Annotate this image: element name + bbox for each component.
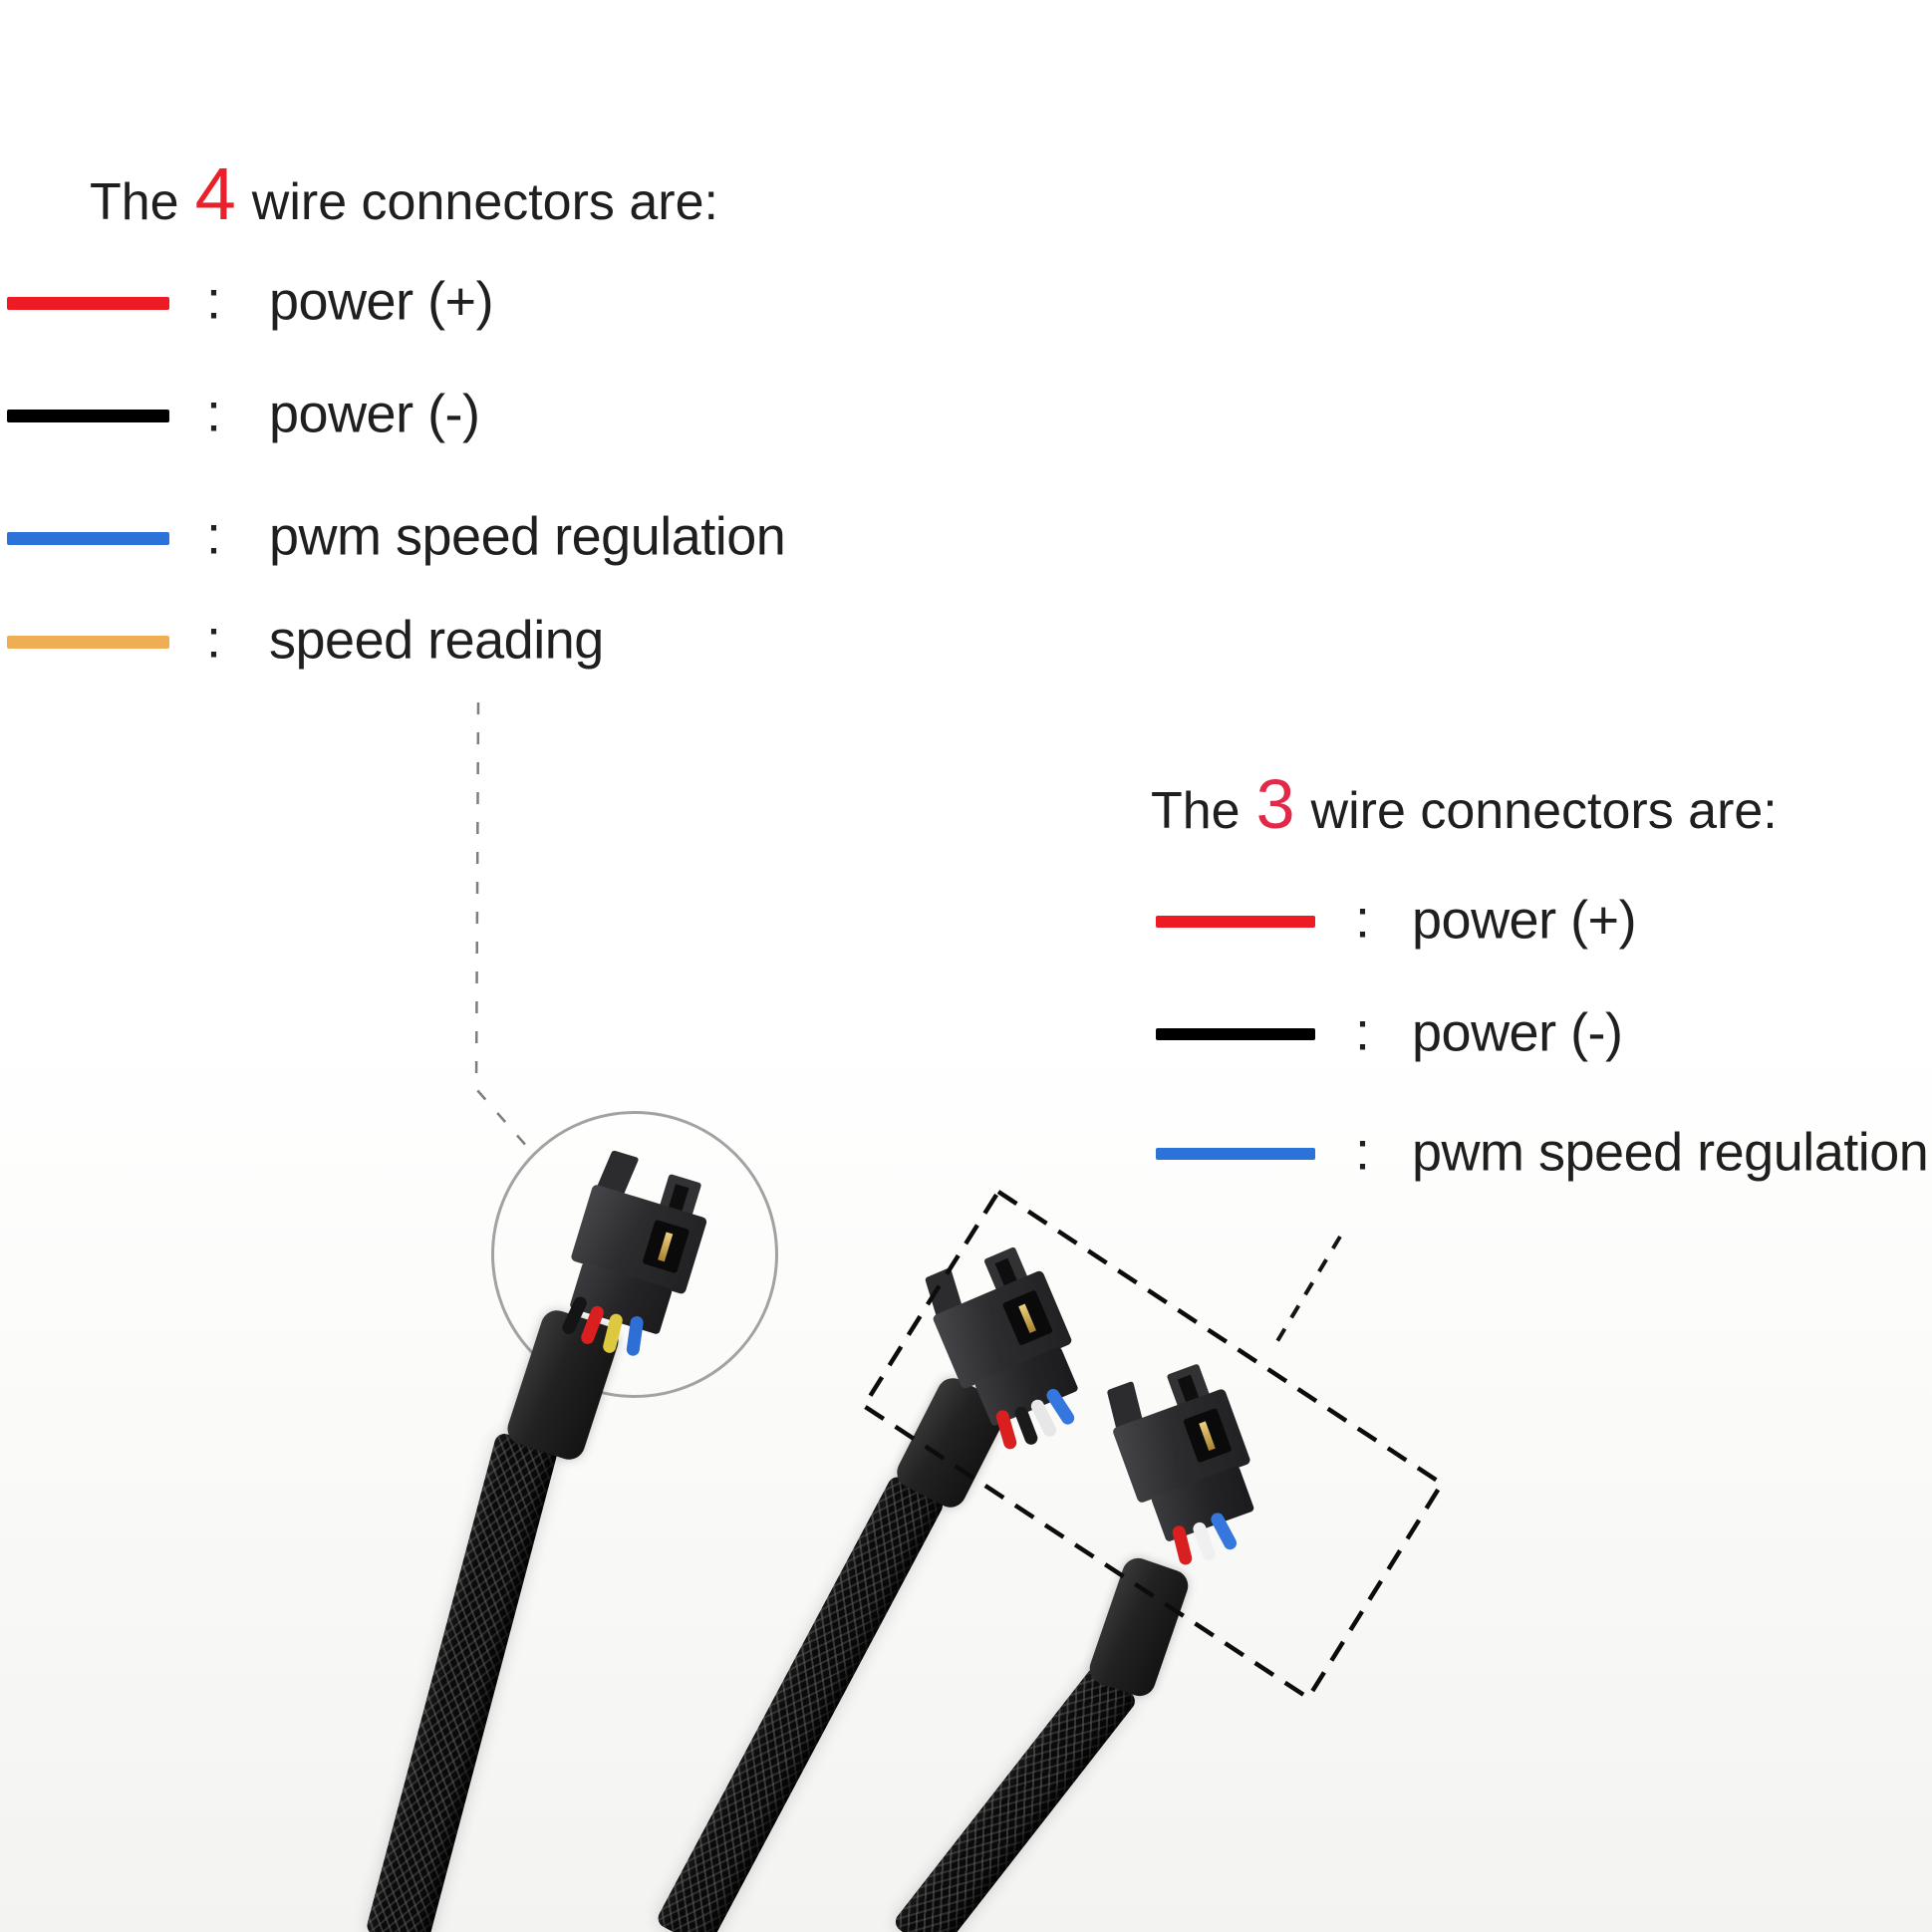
black-wire-swatch (7, 410, 169, 422)
legend-4wire-title: The 4 wire connectors are: (90, 157, 718, 232)
legend-row-pwm: : pwm speed regulation (1156, 1121, 1932, 1187)
red-wire-swatch (1156, 916, 1315, 928)
title-suffix: wire connectors are: (251, 173, 718, 231)
title-number-3: 3 (1255, 765, 1295, 843)
blue-wire-swatch (7, 532, 169, 545)
legend-label: pwm speed regulation (269, 506, 786, 567)
separator: : (1355, 1121, 1371, 1182)
legend-row-power-plus: : power (+) (1156, 889, 1932, 955)
title-number-4: 4 (194, 152, 236, 235)
separator: : (1355, 1001, 1371, 1062)
blue-wire-swatch (1156, 1148, 1315, 1160)
legend-label: power (+) (269, 271, 494, 332)
red-wire-swatch (7, 297, 169, 310)
title-suffix: wire connectors are: (1310, 782, 1778, 840)
separator: : (206, 383, 222, 443)
legend-row-pwm: : pwm speed regulation (7, 505, 904, 571)
separator: : (1355, 889, 1371, 950)
legend-row-power-minus: : power (-) (1156, 1001, 1932, 1067)
legend-row-power-plus: : power (+) (7, 270, 904, 336)
title-prefix: The (90, 173, 179, 231)
legend-label: power (-) (1412, 1002, 1623, 1063)
separator: : (206, 609, 222, 670)
legend-label: power (+) (1412, 890, 1637, 951)
separator: : (206, 505, 222, 566)
circle-callout (491, 1111, 778, 1398)
legend-label: pwm speed regulation (1412, 1122, 1929, 1183)
title-prefix: The (1151, 782, 1241, 840)
legend-3wire-title: The 3 wire connectors are: (1151, 769, 1778, 841)
separator: : (206, 270, 222, 331)
legend-label: power (-) (269, 384, 480, 444)
orange-wire-swatch (7, 636, 169, 649)
black-wire-swatch (1156, 1028, 1315, 1040)
legend-row-speed-reading: : speed reading (7, 609, 904, 675)
legend-label: speed reading (269, 610, 604, 671)
legend-row-power-minus: : power (-) (7, 383, 904, 448)
